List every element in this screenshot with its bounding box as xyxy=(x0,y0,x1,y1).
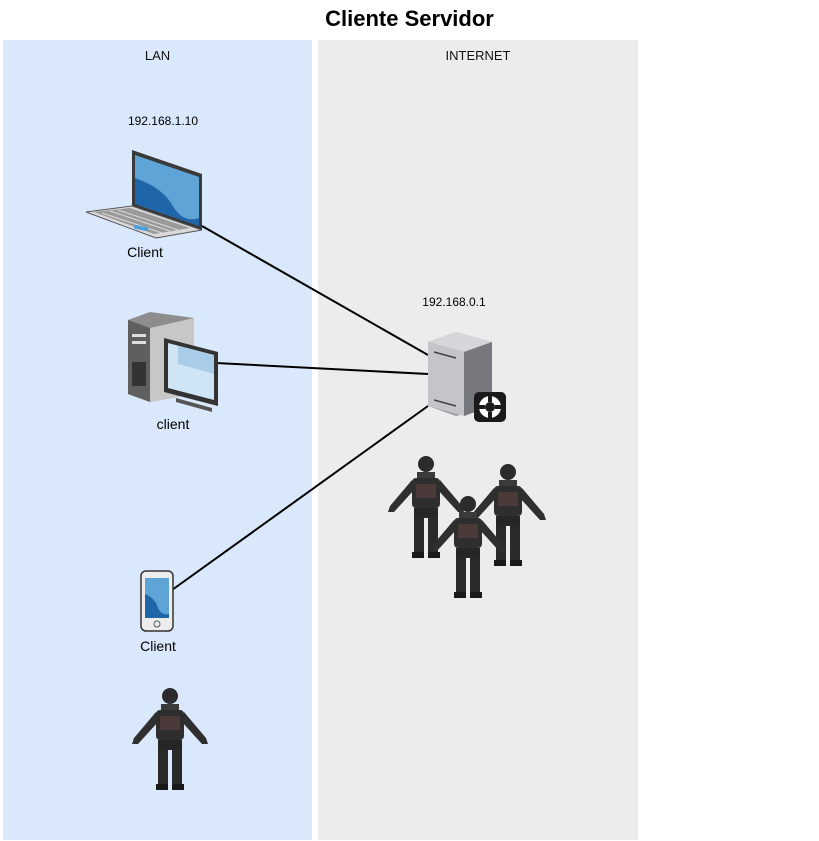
phone-label: Client xyxy=(140,638,176,654)
diagram-title: Cliente Servidor xyxy=(325,6,494,31)
internet-zone: INTERNET xyxy=(318,40,638,840)
link-laptop-server xyxy=(201,225,429,356)
soldier-icon xyxy=(132,688,208,790)
link-phone-server xyxy=(171,405,429,591)
internet-zone-label: INTERNET xyxy=(445,48,511,63)
laptop-icon[interactable] xyxy=(84,148,208,240)
smartphone-icon[interactable] xyxy=(140,570,174,632)
laptop-label: Client xyxy=(127,244,163,260)
soldier-group-icon xyxy=(388,456,546,598)
desktop-label: client xyxy=(156,416,190,432)
server-ip-label: 192.168.0.1 xyxy=(422,295,486,309)
server-icon[interactable] xyxy=(426,330,508,426)
lan-zone-label: LAN xyxy=(144,48,171,63)
desktop-computer-icon[interactable] xyxy=(126,310,222,414)
laptop-ip-label: 192.168.1.10 xyxy=(127,114,199,128)
link-desktop-server xyxy=(215,362,429,375)
